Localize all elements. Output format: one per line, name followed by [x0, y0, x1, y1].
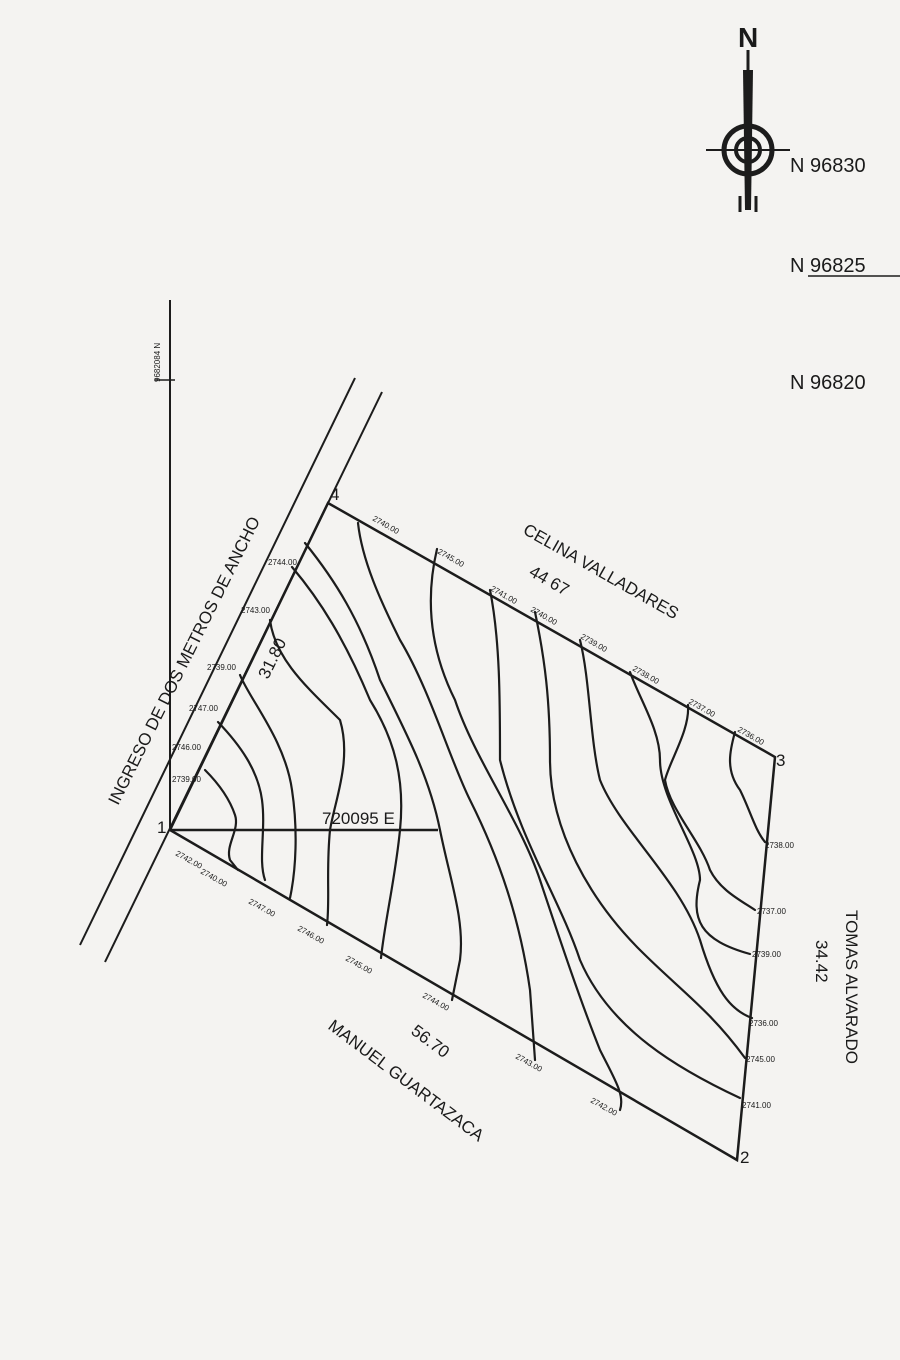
road-edge-left: [79, 377, 356, 946]
elevations-right: 2738.00 2737.00 2739.00 2736.00 2745.00 …: [742, 841, 794, 1110]
elevation-label: 2743.00: [241, 606, 270, 615]
south-length: 56.70: [408, 1021, 453, 1062]
north-length: 44 67: [526, 562, 572, 600]
contour-lines: [203, 521, 767, 1112]
elevation-label: 2747.00: [189, 704, 218, 713]
vertex-2: 2: [740, 1148, 749, 1167]
easting-label: 720095 E: [322, 809, 395, 828]
lot-boundary: [168, 501, 777, 1163]
south-owner: MANUEL GUARTAZACA: [325, 1016, 488, 1146]
vertex-1: 1: [157, 818, 166, 837]
elevation-label: 2736.00: [749, 1019, 778, 1028]
elevation-label: 2743.00: [514, 1052, 544, 1074]
elevation-label: 2740.00: [199, 867, 229, 889]
northing-label-1: N 96830: [790, 155, 866, 177]
elevation-label: 2739.00: [752, 950, 781, 959]
road-label: INGRESO DE DOS METROS DE ANCHO: [105, 514, 264, 808]
elevation-label: 2747.00: [247, 897, 277, 919]
east-length: 34.42: [812, 940, 831, 983]
elevation-label: 2737.00: [757, 907, 786, 916]
elevation-label: 2741.00: [742, 1101, 771, 1110]
elevation-label: 2739.00: [207, 663, 236, 672]
northing-axis-label: 9682084 N: [153, 343, 162, 382]
north-arrow-icon: [706, 50, 790, 212]
elevation-label: 2740.00: [529, 605, 559, 627]
elevations-left: 2744.00 2743.00 2739.00 2747.00 2746.00 …: [172, 558, 297, 784]
elevation-label: 2740.00: [371, 514, 401, 536]
vertex-4: 4: [330, 485, 339, 504]
elevation-label: 2738.00: [765, 841, 794, 850]
east-owner: TOMAS ALVARADO: [842, 910, 861, 1064]
elevation-label: 2742.00: [589, 1096, 619, 1118]
elevation-label: 2746.00: [172, 743, 201, 752]
elevation-label: 2744.00: [421, 991, 451, 1013]
north-letter: N: [738, 22, 758, 53]
elevation-label: 2745.00: [344, 954, 374, 976]
vertex-3: 3: [776, 751, 785, 770]
elevation-label: 2739.00: [172, 775, 201, 784]
elevation-label: 2744.00: [268, 558, 297, 567]
northing-label-2: N 96825: [790, 255, 866, 277]
elevation-label: 2746.00: [296, 924, 326, 946]
northing-label-3: N 96820: [790, 372, 866, 394]
elevation-label: 2742.00: [174, 849, 204, 871]
elevation-label: 2739.00: [579, 632, 609, 654]
elevation-label: 2745.00: [746, 1055, 775, 1064]
